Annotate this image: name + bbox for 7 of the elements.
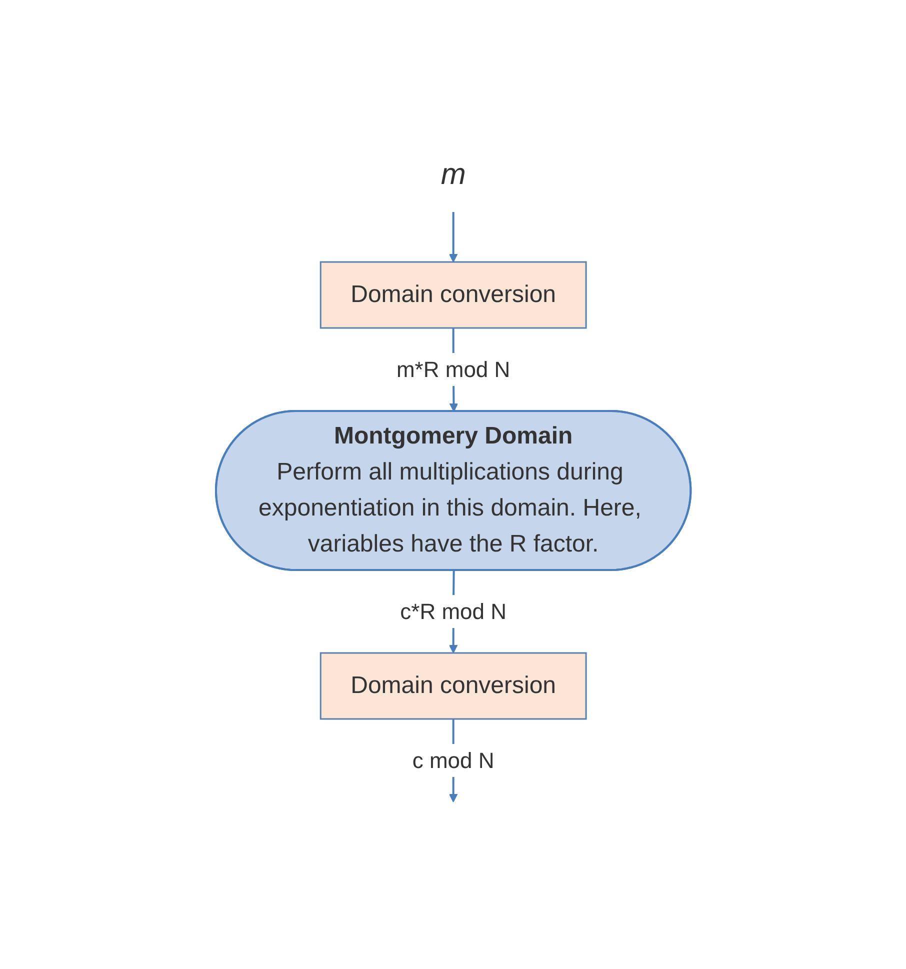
node-box: Domain conversion — [320, 652, 586, 720]
node-text: m — [440, 158, 466, 192]
node-box: Domain conversion — [320, 261, 586, 329]
edge-label: m*R mod N — [396, 357, 510, 382]
edge-label: c mod N — [412, 748, 494, 773]
edge-label: c*R mod N — [400, 598, 506, 624]
arrow — [448, 212, 458, 262]
